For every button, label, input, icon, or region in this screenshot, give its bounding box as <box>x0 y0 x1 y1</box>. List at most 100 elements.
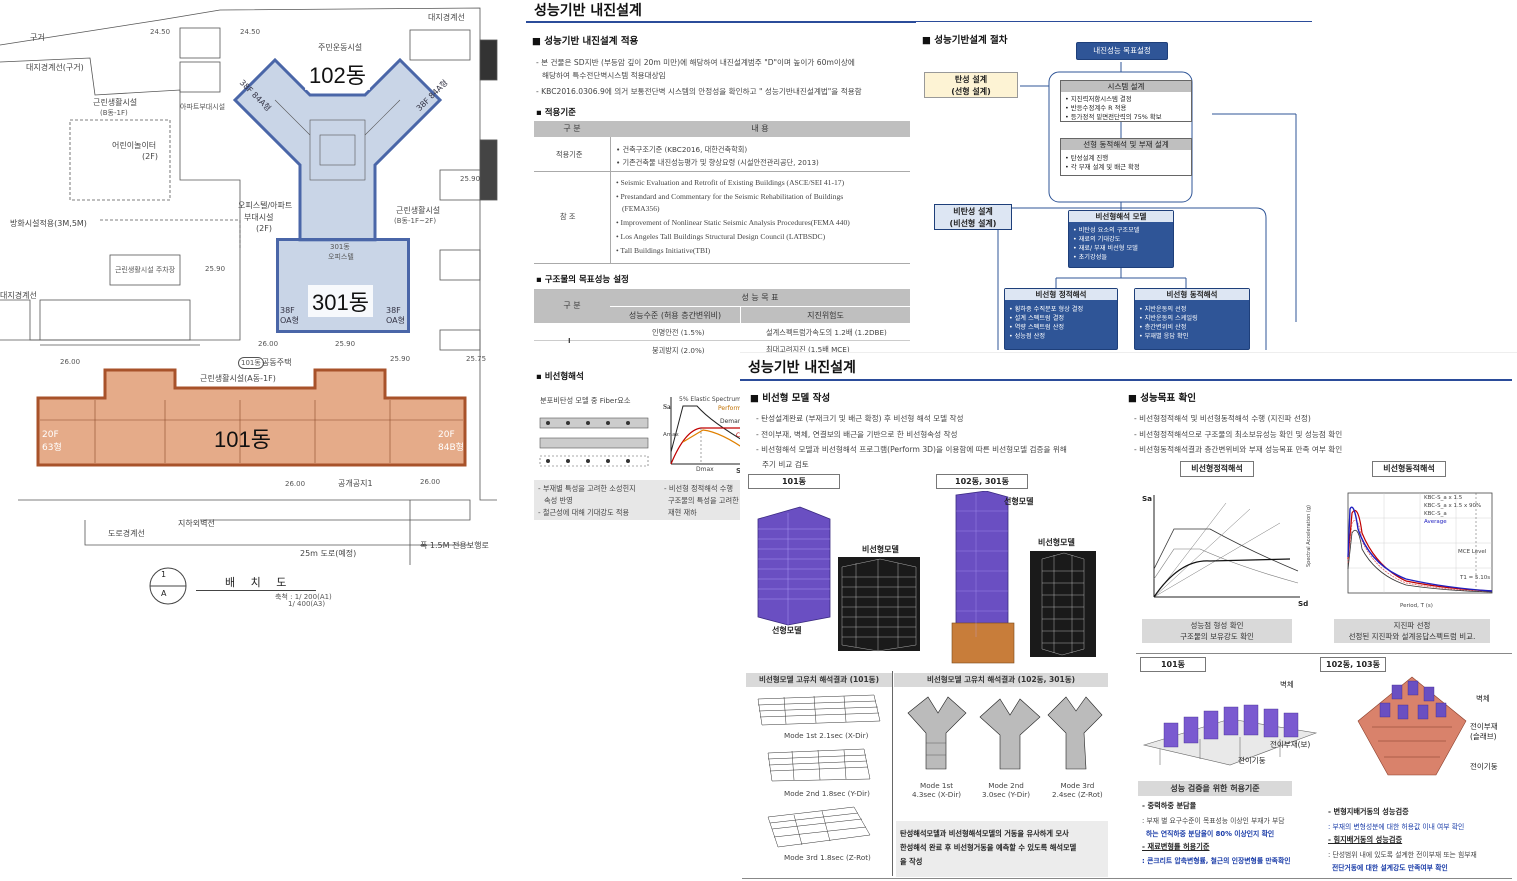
mode-101-2: Mode 2nd 1.8sec (Y-Dir) <box>784 789 870 798</box>
slide1-sub3: ▪ 비선형해석 <box>536 372 584 382</box>
t1-r2-v2b: (FEMA356) <box>622 204 660 213</box>
annot-officetel: 오피스텔/아파트 <box>238 201 293 210</box>
tag-3d-102: 102동, 103동 <box>1320 657 1386 672</box>
proc-static-box: 비선형 정적해석 • 횡하중 수직분포 형상 결정 • 설계 스펙트럼 결정 •… <box>1004 288 1118 350</box>
t2-r2-b-clip: 최대고려지진 (1.5배 MCE) <box>756 341 910 353</box>
annot-underground-wall: 지하외벽선 <box>178 519 215 528</box>
elev-8: 25.90 <box>390 355 411 363</box>
legend-1: KBC-S_a x 1.5 <box>1424 495 1463 501</box>
crit-1-desc: : 부재 별 요구수준이 목표성능 이상인 부재가 부담 <box>1142 817 1285 825</box>
model-3d-102 <box>1357 676 1467 776</box>
building-102-shape <box>232 57 443 242</box>
annot-retail-b: 근린생활시설 <box>93 98 138 107</box>
annot-boundary: 대지경계선 <box>0 291 37 300</box>
annot-public-space: 공개공지1 <box>338 479 373 488</box>
slide2-b3: - 비선형해석 모델과 비선형해석 프로그램(Perform 3D)을 이용함에… <box>756 445 1067 454</box>
label-transfer-beam-101: 전이부재(보) <box>1270 740 1311 749</box>
slide2-c1: - 비선형정적해석 및 비선형동적해석 수행 (지진파 선정) <box>1134 414 1311 423</box>
spec-axis-s: S <box>736 466 742 475</box>
t2-head-2: 성 능 목 표 <box>610 289 910 306</box>
chart-xlabel: Period, T (s) <box>1400 603 1433 609</box>
proc-system-box: 시스템 설계 • 지진력저항시스템 결정 • 반응수정계수 R 적용 • 등가정… <box>1060 80 1192 122</box>
slide2-bottom-rule <box>742 878 1512 879</box>
criteria-title: 성능 검증을 위한 허용기준 <box>1138 781 1292 796</box>
t2-r1-a: 인명안전 (1.5%) <box>652 328 705 337</box>
t1-r1-key: 적용기준 <box>556 150 583 159</box>
road-label: 25m 도로(예정) <box>300 549 357 558</box>
elev-6: 25.90 <box>335 340 356 348</box>
proc-title: ■ 성능기반설계 절차 <box>922 35 1008 46</box>
chart-ylabel: Spectral Acceleration (g) <box>1306 505 1312 567</box>
crit-4-desc2: 전단거동에 대한 설계강도 만족여부 확인 <box>1332 864 1448 872</box>
tag-101: 101동 <box>748 474 840 489</box>
static-axis-sd: Sd <box>1298 599 1309 608</box>
proc-elastic-box: 탄성 설계(선형 설계) <box>924 72 1018 98</box>
t1-r2-v2: • Prestandard and Commentary for the Sei… <box>616 192 844 201</box>
t2-row-1 <box>534 323 910 341</box>
note-2: 속성 반영 <box>544 496 573 505</box>
annot-officetel-301: 오피스텔 <box>328 253 354 261</box>
mode-101-3-figure <box>767 806 871 848</box>
slide1-sec1: ■ 성능기반 내진설계 적용 <box>532 36 639 47</box>
scale-1: 축척 : 1/ 200(A1) <box>275 593 332 601</box>
spec-amax: Amax <box>663 432 679 438</box>
mode-101-2-figure <box>767 748 871 782</box>
spec-axis-sa: Sa <box>663 403 671 411</box>
slide2-c3: - 비선형동적해석결과 층간변위비와 부재 성능목표 만족 여부 확인 <box>1134 445 1343 454</box>
annot-apt-facility: 아파트부대시설 <box>180 103 226 111</box>
annot-playground: 어린이놀이터 <box>112 141 157 150</box>
note-6: 재현 재하 <box>668 508 697 517</box>
note-1: - 부재별 특성을 고려한 소성힌지 <box>538 484 636 493</box>
label-nonlinear-102: 비선형모델 <box>1038 538 1075 547</box>
annot-boundary-ditch: 대지경계선(구거) <box>26 63 84 72</box>
slide1-sec1-b1b: 해당하여 특수전단벽시스템 적용대상임 <box>542 71 666 80</box>
slide2-sec2: ■ 성능목표 확인 <box>1128 393 1197 404</box>
flowchart-connectors <box>997 62 1297 350</box>
t1-row-1 <box>534 137 910 172</box>
annot-retail-b2: 근린생활시설 <box>396 206 441 215</box>
elev-7: 26.00 <box>60 358 81 366</box>
elev-5: 26.00 <box>258 340 279 348</box>
nonlinear-notes-box <box>534 480 752 520</box>
annot-boundary-top: 대지경계선 <box>428 13 465 22</box>
annot-officetel-floor: (2F) <box>256 224 272 233</box>
site-plan-lines <box>0 7 498 605</box>
tag-3d-101: 101동 <box>1140 657 1206 672</box>
label-linear-102: 선형모델 <box>1004 497 1034 506</box>
marker-top: 1 <box>161 570 167 579</box>
drawing-title-underline <box>196 590 316 591</box>
crit-4: - 힘지배거동의 성능검증 <box>1328 835 1403 844</box>
model-101-nonlinear <box>838 557 920 652</box>
slide-1-left: 성능기반 내진설계 ■ 성능기반 내진설계 적용 - 본 건물은 SD지반 (부… <box>526 0 1312 525</box>
mode-101-3: Mode 3rd 1.8sec (Z-Rot) <box>784 853 871 862</box>
t1-r2-v5: • Tall Buildings Initiative(TBI) <box>616 246 711 255</box>
label-transfer-slab-102: (슬래브) <box>1470 732 1497 741</box>
label-wall-101: 벽체 <box>1280 680 1294 689</box>
note-5: 구조물의 특성을 고려한 <box>668 496 739 505</box>
annot-ditch: 구거 <box>30 33 45 42</box>
slide2-c2: - 비선형정적해석으로 구조물의 최소보유성능 확인 및 성능점 확인 <box>1134 430 1343 439</box>
walkway-label: 폭 1.5M 전용보행로 <box>420 541 489 550</box>
annot-retail-a: 근린생활시설(A동-1F) <box>200 374 276 383</box>
dynamic-spectrum-chart <box>1347 492 1493 594</box>
caption-eigen-102: 비선형모델 고유치 해석결과 (102동, 301동) <box>894 673 1108 687</box>
fiber-element-figure <box>539 417 649 467</box>
crit-2-desc: : 콘크리트 압축변형률, 철근의 인장변형률 만족확인 <box>1142 857 1291 865</box>
building-label-101: 101동 <box>214 427 271 452</box>
label-nonlinear-101: 비선형모델 <box>862 545 899 554</box>
t2-row-key: I <box>568 336 571 345</box>
t1-r2-v1: • Seismic Evaluation and Retrofit of Exi… <box>616 178 845 187</box>
slide-1-flowchart: ■ 성능기반설계 절차 내진성능 목표설정 탄성 설계(선형 설계) 시스템 설… <box>916 22 1312 350</box>
elev-3: 25.90 <box>460 175 481 183</box>
chart-t1-note: T1 = 5.10s <box>1460 575 1491 581</box>
t1-r1-v1: • 건축구조기준 (KBC2016, 대한건축학회) <box>616 145 748 154</box>
static-pushover-chart <box>1153 495 1300 598</box>
elev-4: 25.90 <box>205 265 226 273</box>
slide2-b1: - 탄성설계완료 (부재크기 및 배근 확정) 후 비선형 해석 모델 작성 <box>756 414 964 423</box>
slide2-title: 성능기반 내진설계 <box>748 360 856 376</box>
elev-9: 25.75 <box>466 355 487 363</box>
proc-model-box: 비선형해석 모델 • 비탄성 요소의 구조모델 • 재료의 기대강도 • 재료/… <box>1068 210 1174 268</box>
annot-101-tag: 101동 <box>238 357 264 369</box>
